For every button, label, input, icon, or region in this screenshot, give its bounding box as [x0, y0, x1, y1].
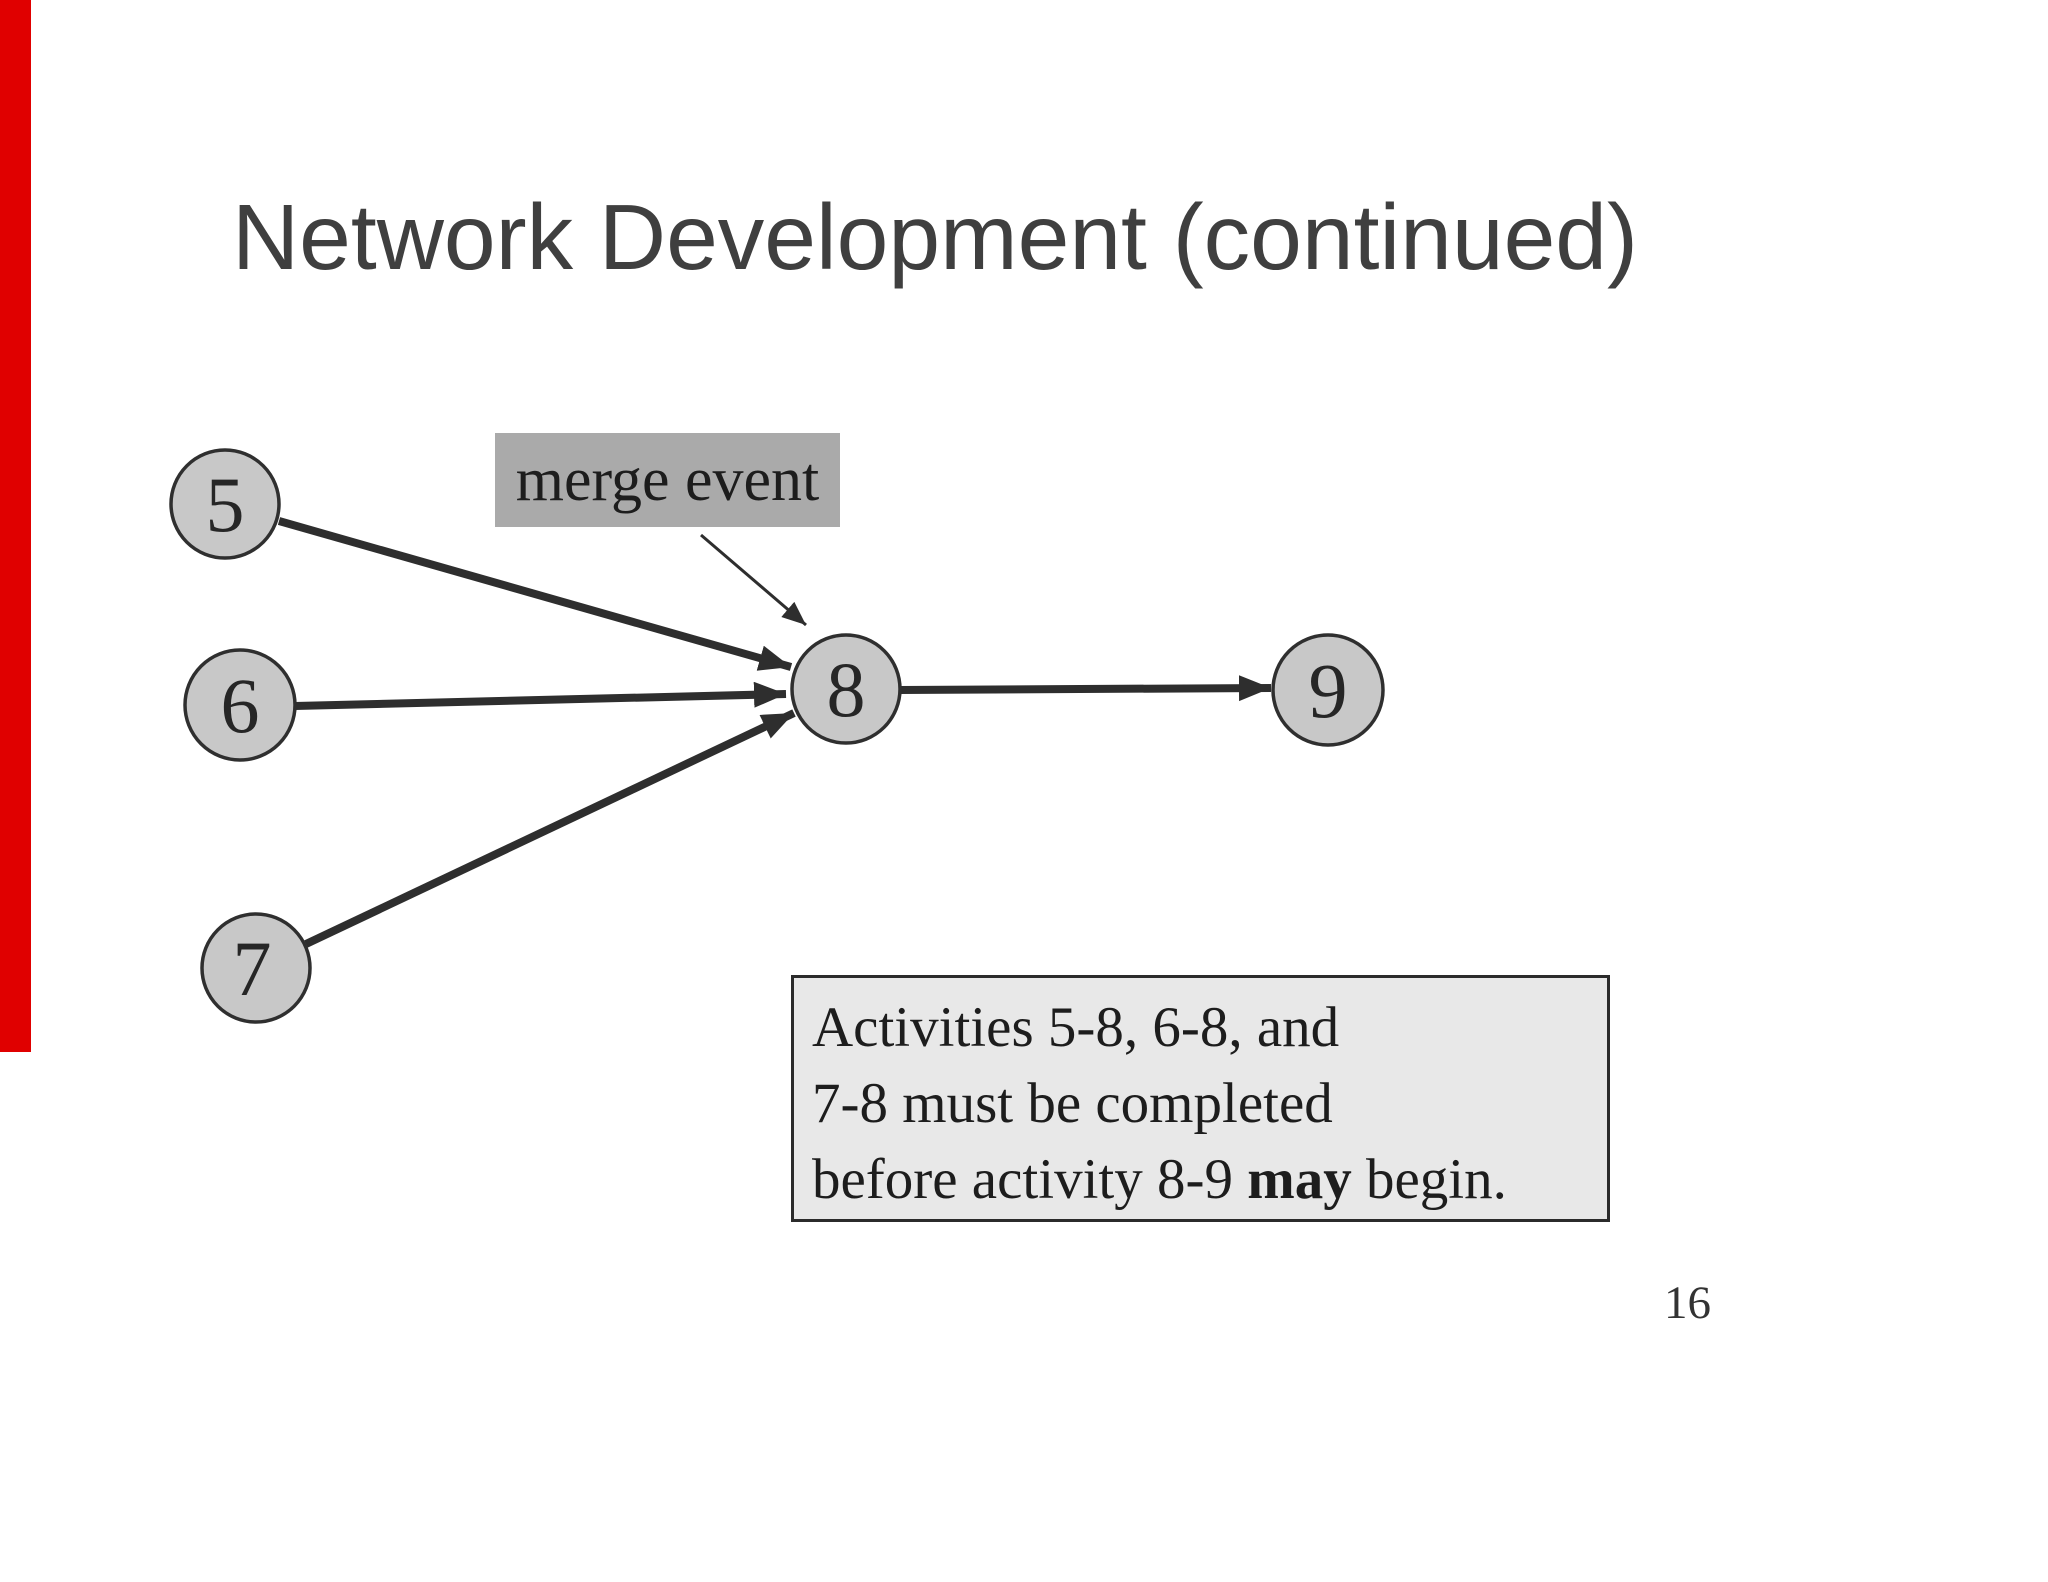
page-number: 16: [1664, 1277, 1711, 1329]
node-6-label: 6: [221, 662, 260, 749]
note-line-3-end: begin.: [1351, 1148, 1507, 1211]
merge-event-callout: merge event: [495, 433, 840, 527]
note-line-2: 7-8 must be completed: [812, 1072, 1333, 1135]
note-box: Activities 5-8, 6-8, and 7-8 must be com…: [791, 975, 1610, 1222]
node-7-circle: [200, 912, 312, 1024]
node-8-circle: [790, 633, 902, 745]
node-5-label: 5: [206, 461, 245, 548]
red-accent-bar: [0, 0, 31, 1052]
merge-event-label: merge event: [515, 445, 820, 514]
note-line-3-bold: may: [1247, 1148, 1352, 1211]
note-line-3-start: before activity 8-9: [812, 1148, 1248, 1211]
node-8-label: 8: [827, 646, 866, 733]
edge-6-8: [294, 681, 787, 710]
edge-5-8: [277, 517, 793, 671]
node-7-label: 7: [233, 925, 272, 1012]
node-6-circle: [183, 648, 297, 762]
note-line-3: before activity 8-9 may begin.: [812, 1142, 1607, 1218]
merge-callout-arrow: [700, 533, 807, 627]
node-5-circle: [169, 448, 281, 560]
edge-7-8: [304, 709, 796, 948]
node-9-circle: [1271, 633, 1385, 747]
edge-8-9: [899, 675, 1272, 702]
slide-title: Network Development (continued): [232, 185, 1638, 289]
note-line-1: Activities 5-8, 6-8, and: [812, 996, 1340, 1059]
node-9-label: 9: [1309, 647, 1348, 734]
